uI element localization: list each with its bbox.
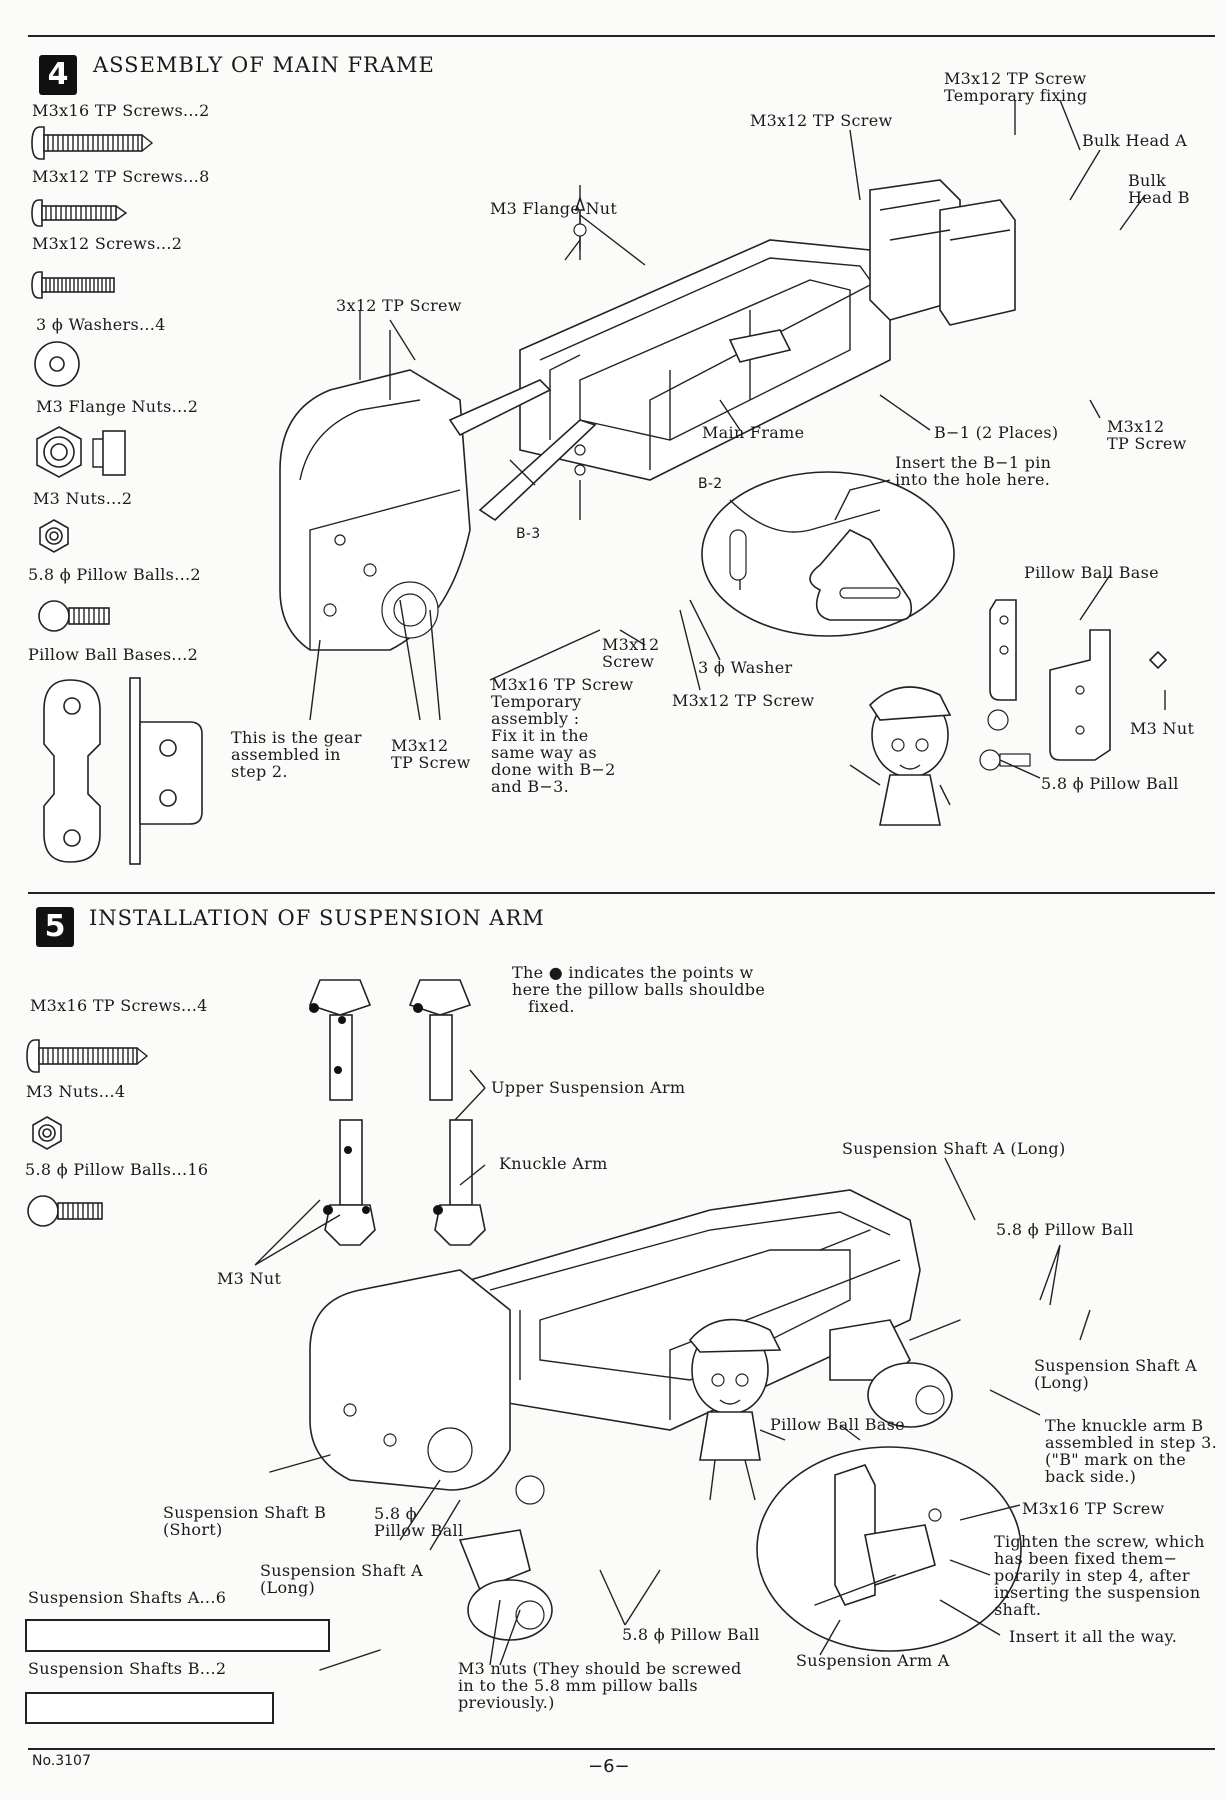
label-insert-b1: Insert the B−1 pin into the hole here.: [895, 453, 1052, 489]
shaft-b-box: [25, 1692, 274, 1724]
label-b2: B-2: [698, 476, 723, 492]
label-knuckle-arm: Knuckle Arm: [499, 1154, 608, 1173]
part-label: Suspension Shafts A...6: [28, 1588, 227, 1607]
doc-code: No.3107: [32, 1753, 91, 1769]
label-m3-nut: M3 Nut: [217, 1269, 282, 1288]
label-bulk-head-b: Bulk Head B: [1128, 171, 1190, 207]
step-4-badge: 4: [39, 55, 77, 95]
part-label: M3x16 TP Screws...2: [32, 101, 210, 120]
shaft-detail-drawing: [756, 1446, 1022, 1652]
label-pillow-ball-base: Pillow Ball Base: [770, 1415, 905, 1434]
part-label: M3 Nuts...4: [26, 1082, 126, 1101]
suspension-arm-parts-drawing: [308, 979, 486, 1246]
part-label: M3x12 TP Screws...8: [32, 167, 210, 186]
part-label: Pillow Ball Bases...2: [28, 645, 199, 664]
step-4-title: ASSEMBLY OF MAIN FRAME: [93, 53, 435, 77]
label-pillow-ball-bottom: 5.8 ϕ Pillow Ball: [622, 1625, 760, 1644]
section-divider: [28, 892, 1215, 894]
label-main-frame: Main Frame: [702, 423, 805, 442]
label-m3x12-tp-mid: M3x12 TP Screw: [672, 691, 815, 710]
main-frame-drawing: [279, 179, 1016, 651]
label-b1-places: B−1 (2 Places): [934, 423, 1059, 442]
mascot-illustration: [688, 1318, 786, 1501]
top-rule: [28, 35, 1215, 37]
label-m3x16-tp: M3x16 TP Screw: [1022, 1499, 1165, 1518]
label-m3x12-tp: M3x12 TP Screw: [750, 111, 893, 130]
callout-lines: [309, 99, 1166, 779]
b1-pin-detail-drawing: [701, 471, 955, 637]
label-m3-flange-nut: M3 Flange Nut: [490, 199, 618, 218]
label-m3x12-tp-low: M3x12 TP Screw: [391, 736, 471, 772]
label-suspension-arm-a: Suspension Arm A: [796, 1651, 950, 1670]
label-bulk-head-a: Bulk Head A: [1082, 131, 1188, 150]
pillow-ball-base-icon: [43, 677, 203, 865]
m3-nut-icon: [32, 1116, 62, 1150]
part-label: Suspension Shafts B...2: [28, 1659, 227, 1678]
label-m3x12-tp-temporary: M3x12 TP Screw Temporary fixing: [944, 69, 1088, 105]
page-number: −6−: [588, 1756, 630, 1777]
part-label: M3 Flange Nuts...2: [36, 397, 199, 416]
label-b3: B-3: [516, 526, 541, 542]
part-label: M3 Nuts...2: [33, 489, 133, 508]
label-upper-arm: Upper Suspension Arm: [491, 1078, 686, 1097]
label-dot-note: The ● indicates the points w here the pi…: [512, 963, 766, 1016]
label-shaft-b-short: Suspension Shaft B (Short): [163, 1503, 327, 1539]
step-5-badge: 5: [36, 907, 74, 947]
part-label: M3x12 Screws...2: [32, 234, 183, 253]
m3-nut-icon: [39, 519, 69, 553]
mascot-illustration: [849, 686, 952, 826]
label-m3-nut: M3 Nut: [1130, 719, 1195, 738]
shaft-a-box: [25, 1619, 330, 1652]
m3x12-screw-icon: [31, 271, 115, 299]
pillow-ball-icon: [38, 600, 110, 632]
label-shaft-a-long-top: Suspension Shaft A (Long): [842, 1139, 1066, 1158]
part-label: 5.8 ϕ Pillow Balls...2: [28, 565, 201, 584]
part-label: 5.8 ϕ Pillow Balls...16: [25, 1160, 209, 1179]
pillow-ball-icon: [27, 1195, 103, 1227]
label-tighten-note: Tighten the screw, which has been fixed …: [994, 1532, 1205, 1619]
bottom-rule: [28, 1748, 1215, 1750]
label-m3x16-temporary: M3x16 TP Screw Temporary assembly : Fix …: [491, 675, 634, 796]
m3x12-tp-screw-icon: [31, 199, 128, 227]
label-washer: 3 ϕ Washer: [698, 658, 793, 677]
label-pillow-ball-base: Pillow Ball Base: [1024, 563, 1159, 582]
label-shaft-a-long-left: Suspension Shaft A (Long): [260, 1561, 424, 1597]
m3x16-tp-screw-icon: [31, 126, 154, 160]
washer-icon: [34, 341, 80, 387]
label-pillow-ball: 5.8 ϕ Pillow Ball: [1041, 774, 1179, 793]
label-insert-way: Insert it all the way.: [1009, 1627, 1178, 1646]
label-shaft-a-long-right: Suspension Shaft A (Long): [1034, 1356, 1198, 1392]
label-m3-nuts-note: M3 nuts (They should be screwed in to th…: [458, 1659, 742, 1712]
part-label: M3x16 TP Screws...4: [30, 996, 208, 1015]
label-knuckle-note: The knuckle arm B assembled in step 3. (…: [1045, 1416, 1217, 1486]
pillow-ball-base-drawing: [979, 599, 1168, 771]
flange-nut-icon: [36, 426, 126, 478]
label-3x12-tp-screw: 3x12 TP Screw: [336, 296, 462, 315]
step-5-title: INSTALLATION OF SUSPENSION ARM: [89, 906, 545, 930]
part-label: 3 ϕ Washers...4: [36, 315, 166, 334]
label-pillow-ball-left: 5.8 ϕ Pillow Ball: [374, 1504, 464, 1540]
m3x16-tp-screw-icon: [26, 1039, 149, 1073]
chassis-drawing: [269, 1189, 961, 1671]
label-m3x12-screw: M3x12 Screw: [602, 635, 660, 671]
label-pillow-ball-top: 5.8 ϕ Pillow Ball: [996, 1220, 1134, 1239]
label-gear-note: This is the gear assembled in step 2.: [231, 728, 362, 781]
label-m3x12-tp-right: M3x12 TP Screw: [1107, 417, 1187, 453]
